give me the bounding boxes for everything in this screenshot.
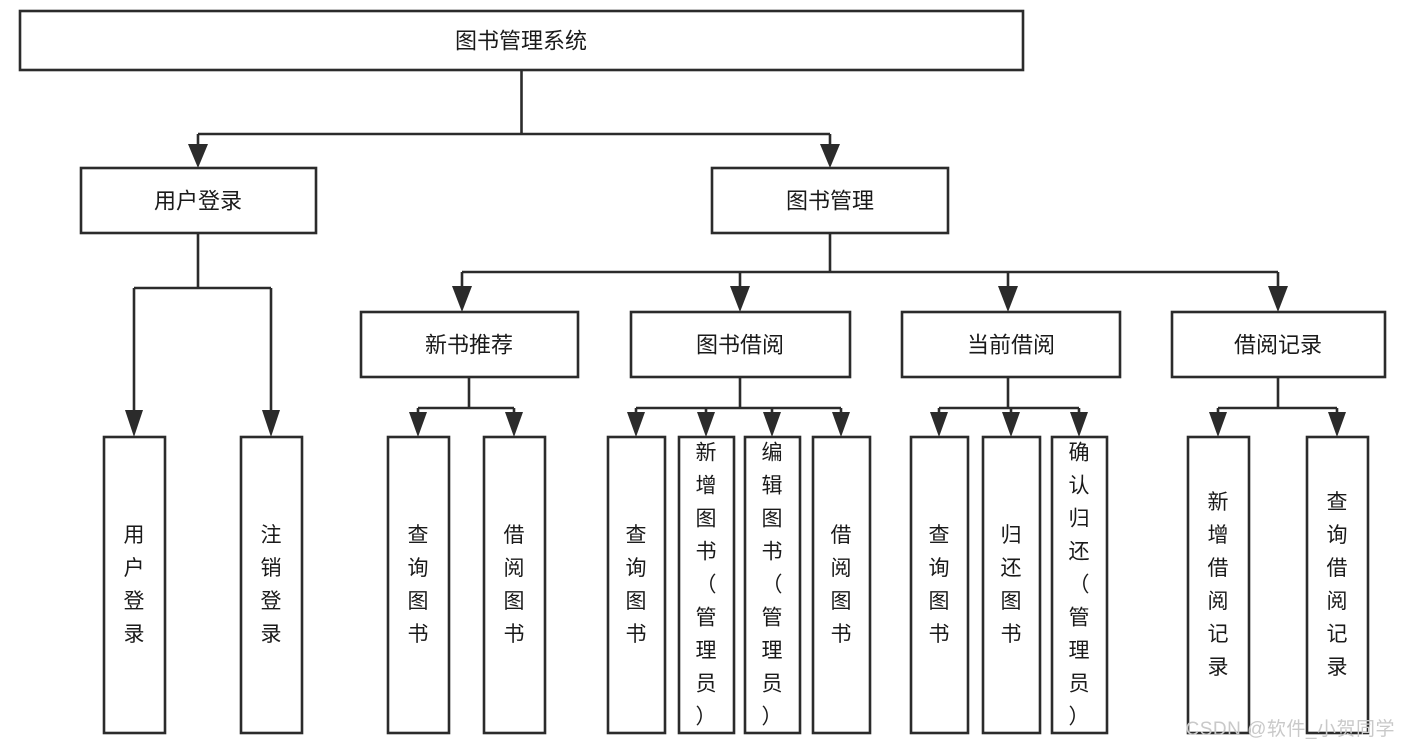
node-leaf-edit-book-admin[interactable]: 编辑图书（管理员） <box>743 435 802 735</box>
node-leaf-query-book-current[interactable]: 查询图书 <box>909 435 970 735</box>
node-borrow-record-box[interactable] <box>1170 310 1387 379</box>
node-leaf-borrow-book-recommend-box[interactable] <box>482 435 547 735</box>
node-leaf-query-book-borrow-box[interactable] <box>606 435 667 735</box>
arrow-head-borrow-record <box>1268 286 1288 312</box>
arrow-head-leaf-edit-book-admin <box>763 412 781 437</box>
node-leaf-user-login[interactable]: 用户登录 <box>102 435 167 735</box>
node-leaf-add-book-admin[interactable]: 新增图书（管理员） <box>677 435 736 735</box>
arrow-head-leaf-query-book-current <box>930 412 948 437</box>
node-leaf-query-book-recommend-box[interactable] <box>386 435 451 735</box>
node-leaf-query-book-recommend[interactable]: 查询图书 <box>386 435 451 735</box>
arrow-head-book-management <box>820 144 840 168</box>
node-leaf-query-book-recommend-label: 查询图书 <box>408 524 429 646</box>
node-borrow-record-label: 借阅记录 <box>1234 333 1322 358</box>
arrow-head-leaf-add-borrow-record <box>1209 412 1227 437</box>
node-leaf-query-book-current-label: 查询图书 <box>929 524 950 646</box>
node-leaf-edit-book-admin-label: 编辑图书（管理员） <box>762 442 783 729</box>
node-root[interactable]: 图书管理系统 <box>18 9 1025 72</box>
node-leaf-borrow-book-recommend[interactable]: 借阅图书 <box>482 435 547 735</box>
node-book-management-box[interactable] <box>710 166 950 235</box>
arrow-head-user-login <box>188 144 208 168</box>
node-book-borrow-label: 图书借阅 <box>696 333 784 358</box>
node-book-borrow-box[interactable] <box>629 310 852 379</box>
node-user-login-box[interactable] <box>79 166 318 235</box>
node-leaf-edit-book-admin-box[interactable] <box>743 435 802 735</box>
node-current-borrow-box[interactable] <box>900 310 1122 379</box>
node-user-login[interactable]: 用户登录 <box>79 166 318 235</box>
node-leaf-return-book-box[interactable] <box>981 435 1042 735</box>
node-leaf-query-borrow-record-label: 查询借阅记录 <box>1327 491 1348 679</box>
arrow-head-leaf-query-borrow-record <box>1328 412 1346 437</box>
node-leaf-borrow-book[interactable]: 借阅图书 <box>811 435 872 735</box>
node-leaf-logout-label: 注销登录 <box>261 524 282 646</box>
node-leaf-confirm-return-admin-box[interactable] <box>1050 435 1109 735</box>
node-root-label: 图书管理系统 <box>455 29 587 54</box>
node-leaf-user-login-box[interactable] <box>102 435 167 735</box>
connector-group-bookmanagement-to-level3 <box>452 233 1288 312</box>
node-current-borrow-label: 当前借阅 <box>967 333 1055 358</box>
node-leaf-query-borrow-record-box[interactable] <box>1305 435 1370 735</box>
node-book-management-label: 图书管理 <box>786 189 874 214</box>
node-leaf-add-book-admin-label: 新增图书（管理员） <box>696 442 717 729</box>
node-leaf-borrow-book-box[interactable] <box>811 435 872 735</box>
arrow-head-leaf-query-book-recommend <box>409 412 427 437</box>
connector-group-borrowrecord-to-leaves <box>1209 377 1346 437</box>
node-book-borrow[interactable]: 图书借阅 <box>629 310 852 379</box>
csdn-watermark: CSDN @软件_小贺同学 <box>1185 719 1395 740</box>
node-leaf-add-book-admin-box[interactable] <box>677 435 736 735</box>
connector-group-userlogin-to-leaves <box>125 233 280 437</box>
node-leaf-logout-box[interactable] <box>239 435 304 735</box>
node-leaf-borrow-book-label: 借阅图书 <box>831 524 852 646</box>
connector-group-bookborrow-to-leaves <box>627 377 850 437</box>
node-borrow-record[interactable]: 借阅记录 <box>1170 310 1387 379</box>
arrow-head-leaf-borrow-book <box>832 412 850 437</box>
node-root-box[interactable] <box>18 9 1025 72</box>
connector-group-root-to-level2 <box>188 70 840 168</box>
arrow-head-current-borrow <box>998 286 1018 312</box>
connector-group-currentborrow-to-leaves <box>930 377 1088 437</box>
node-leaf-logout[interactable]: 注销登录 <box>239 435 304 735</box>
arrow-head-leaf-borrow-book-recommend <box>505 412 523 437</box>
node-new-book-recommend-label: 新书推荐 <box>425 333 513 358</box>
node-leaf-add-borrow-record-box[interactable] <box>1186 435 1251 735</box>
node-user-login-label: 用户登录 <box>154 189 242 214</box>
node-leaf-user-login-label: 用户登录 <box>124 524 145 646</box>
arrow-head-new-book-recommend <box>452 286 472 312</box>
arrow-head-leaf-confirm-return-admin <box>1070 412 1088 437</box>
node-leaf-query-book-borrow[interactable]: 查询图书 <box>606 435 667 735</box>
node-book-management[interactable]: 图书管理 <box>710 166 950 235</box>
node-leaf-add-borrow-record-label: 新增借阅记录 <box>1208 491 1229 679</box>
node-current-borrow[interactable]: 当前借阅 <box>900 310 1122 379</box>
node-leaf-confirm-return-admin[interactable]: 确认归还（管理员） <box>1050 435 1109 735</box>
arrow-head-leaf-add-book-admin <box>697 412 715 437</box>
node-leaf-return-book-label: 归还图书 <box>1001 524 1022 646</box>
node-leaf-confirm-return-admin-label: 确认归还（管理员） <box>1069 442 1090 729</box>
connector-group-newbook-to-leaves <box>409 377 523 437</box>
arrow-head-leaf-query-book-borrow <box>627 412 645 437</box>
node-leaf-query-book-current-box[interactable] <box>909 435 970 735</box>
arrow-head-leaf-return-book <box>1002 412 1020 437</box>
node-leaf-add-borrow-record[interactable]: 新增借阅记录 <box>1186 435 1251 735</box>
arrow-head-book-borrow <box>730 286 750 312</box>
node-leaf-return-book[interactable]: 归还图书 <box>981 435 1042 735</box>
node-leaf-query-book-borrow-label: 查询图书 <box>626 524 647 646</box>
node-leaf-borrow-book-recommend-label: 借阅图书 <box>504 524 525 646</box>
arrow-head-leaf-user-login <box>125 410 143 437</box>
node-new-book-recommend-box[interactable] <box>359 310 580 379</box>
node-new-book-recommend[interactable]: 新书推荐 <box>359 310 580 379</box>
arrow-head-leaf-logout <box>262 410 280 437</box>
node-leaf-query-borrow-record[interactable]: 查询借阅记录 <box>1305 435 1370 735</box>
